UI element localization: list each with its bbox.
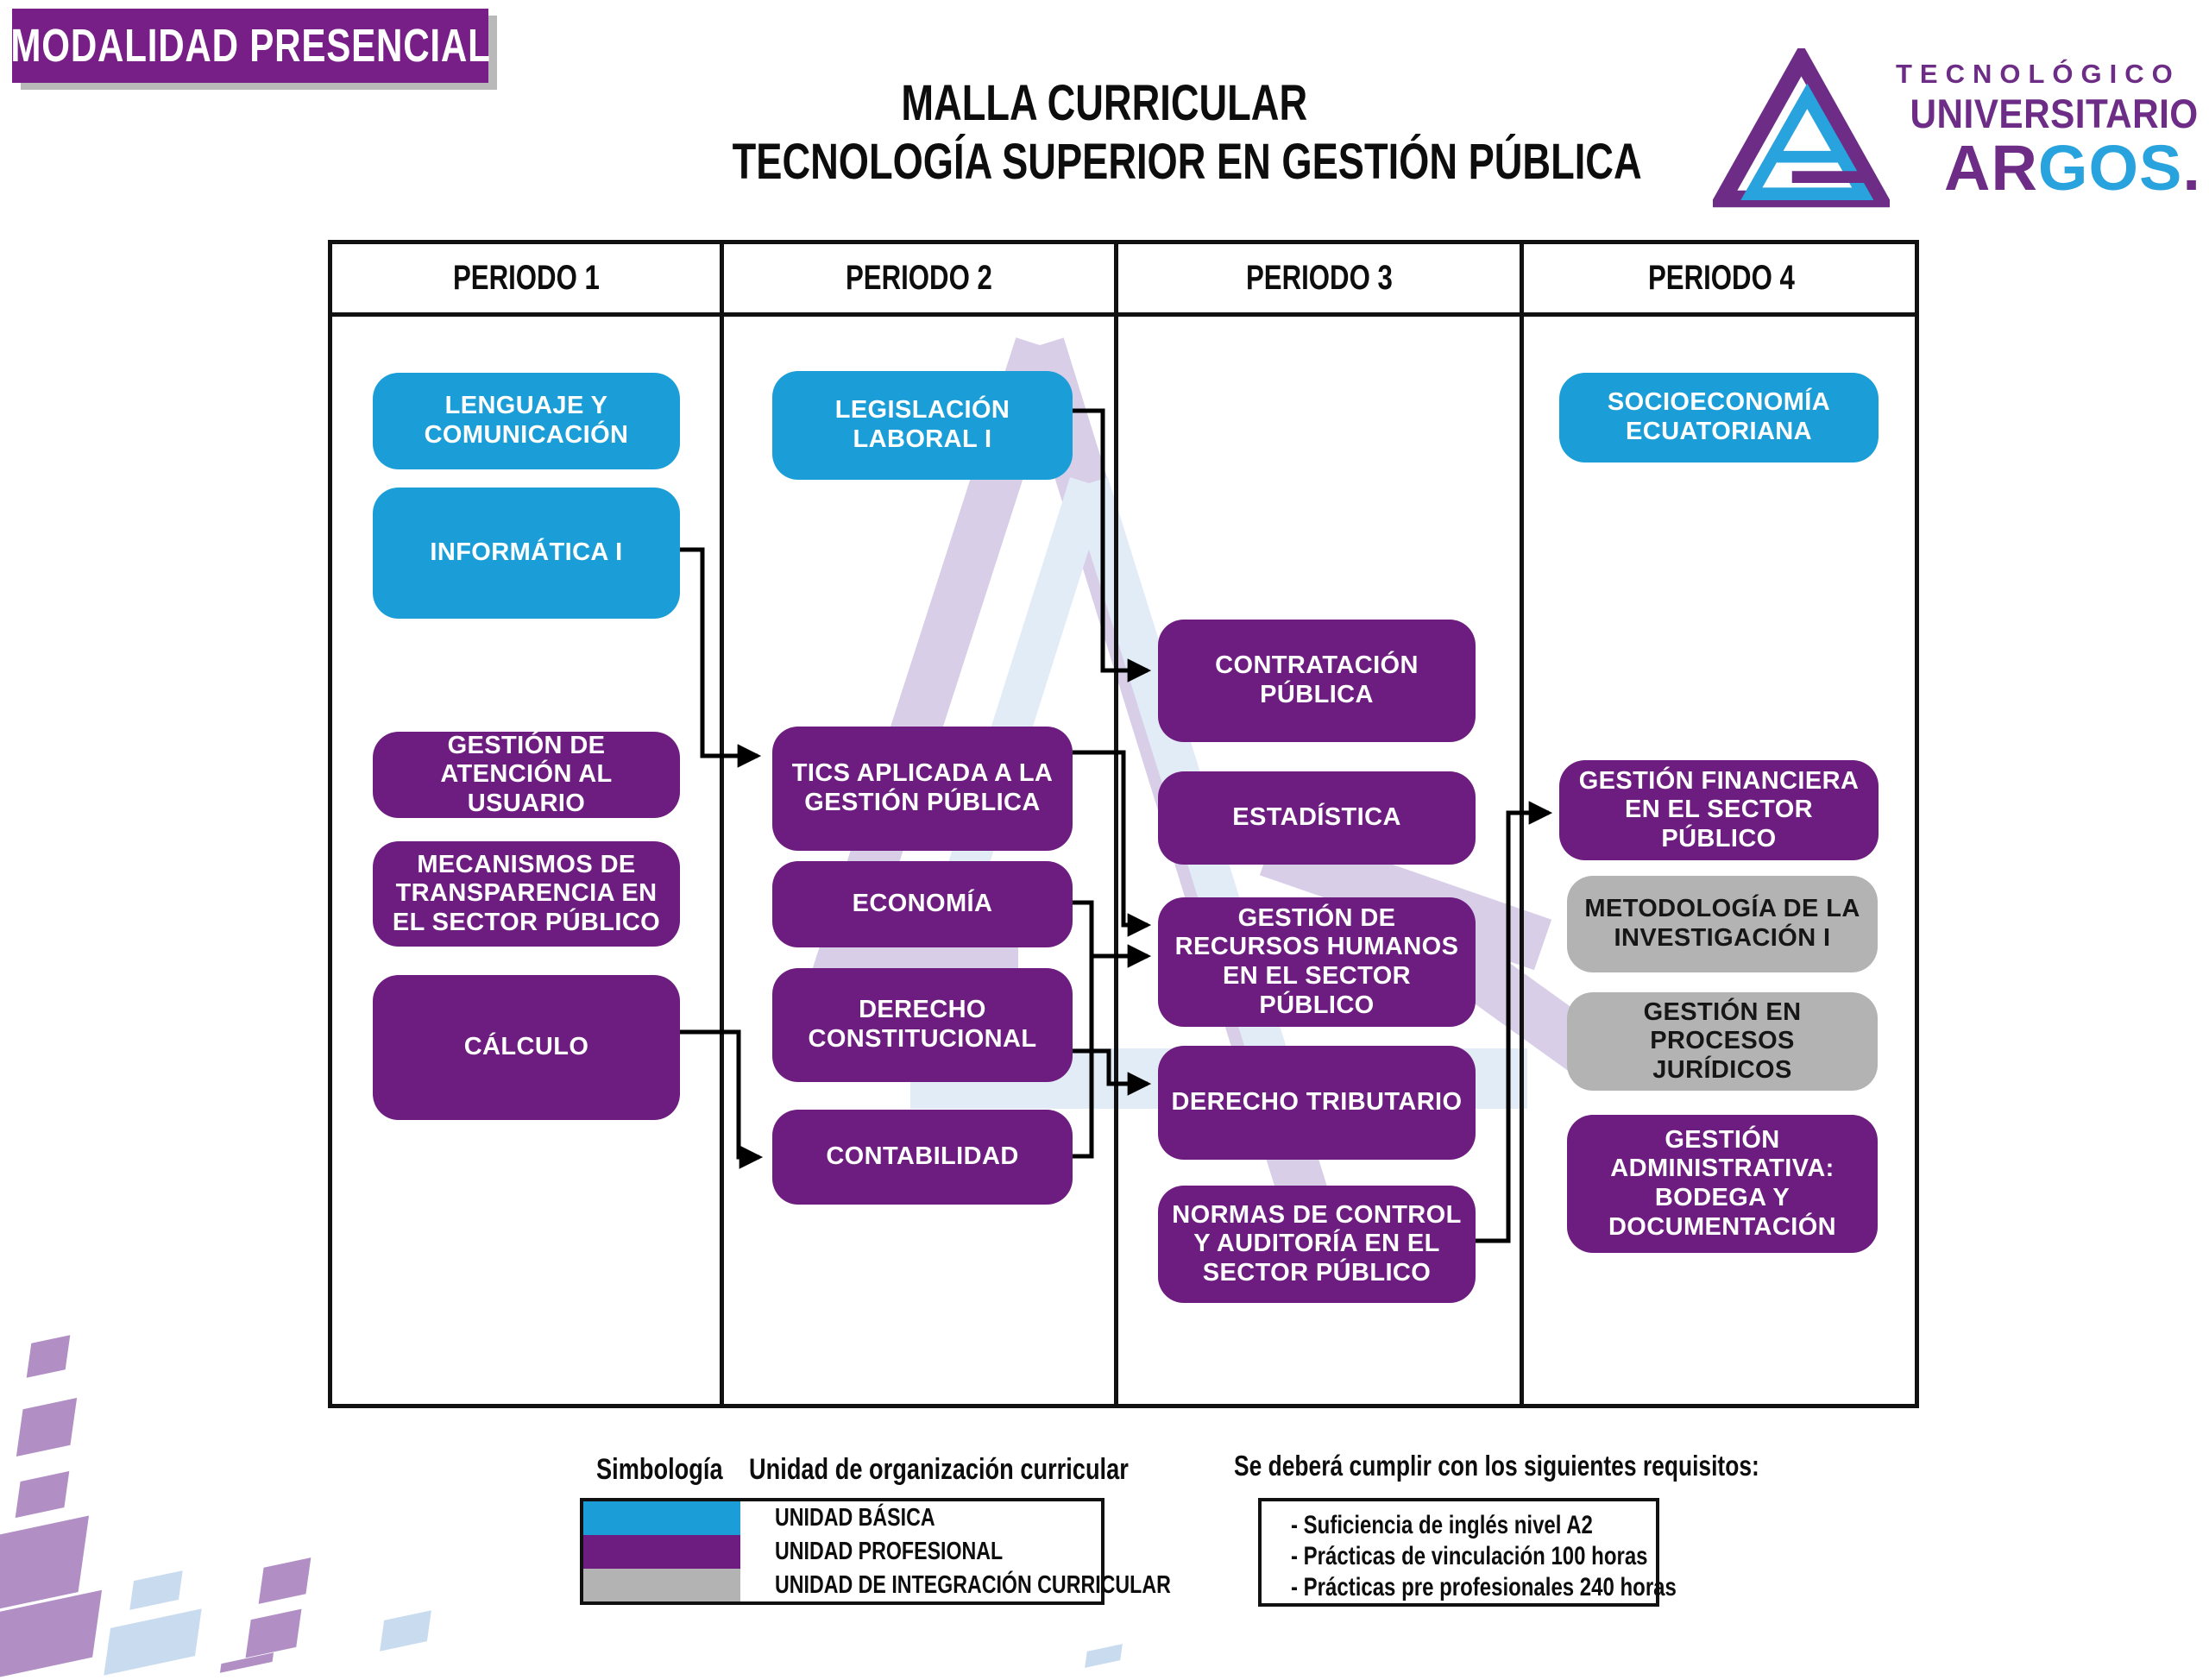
requirement-item: - Prácticas pre profesionales 240 horas: [1291, 1573, 1677, 1601]
header-divider: [332, 312, 1915, 317]
page-title-line1: MALLA CURRICULAR: [901, 75, 1308, 131]
logo-brand-dot: .: [2182, 132, 2201, 204]
legend-swatch-integracion: [583, 1569, 740, 1601]
page-title-line2: TECNOLOGÍA SUPERIOR EN GESTIÓN PÚBLICA: [732, 134, 1642, 191]
connector-calculo-to-contabilidad: [680, 1029, 764, 1169]
course-box-derecho-constitucional: DERECHO CONSTITUCIONAL: [772, 968, 1073, 1082]
legend-box: UNIDAD BÁSICA UNIDAD PROFESIONAL UNIDAD …: [580, 1498, 1171, 1605]
logo-line2: UNIVERSITARIO: [1910, 91, 2199, 136]
connector-informatica-to-tics: [680, 547, 762, 768]
requirement-item: - Suficiencia de inglés nivel A2: [1291, 1511, 1593, 1539]
course-box-contabilidad: CONTABILIDAD: [772, 1110, 1073, 1205]
modality-badge-label: MODALIDAD PRESENCIAL: [9, 20, 491, 72]
logo-brand: ARGOS.: [1944, 131, 2201, 204]
course-box-metodologia-investigacion: METODOLOGÍA DE LA INVESTIGACIÓN I: [1567, 876, 1878, 972]
course-box-gestion-recursos-humanos: GESTIÓN DE RECURSOS HUMANOS EN EL SECTOR…: [1158, 897, 1476, 1027]
course-box-gestion-atencion-usuario: GESTIÓN DE ATENCIÓN AL USUARIO: [373, 732, 680, 818]
logo-brand-gos: GOS: [2037, 132, 2183, 204]
connector-derecho-constitucional-to-tributario: [1073, 1048, 1152, 1096]
column-divider-2: [1114, 244, 1118, 1404]
connector-contabilidad-trunk: [1073, 956, 1094, 1159]
legend-label-integracion: UNIDAD DE INTEGRACIÓN CURRICULAR: [775, 1571, 1171, 1599]
column-divider-1: [720, 244, 724, 1404]
column-divider-3: [1520, 244, 1524, 1404]
connector-legislacion-to-contratacion: [1073, 408, 1152, 683]
course-box-economia: ECONOMÍA: [772, 861, 1073, 947]
legend-label-basica: UNIDAD BÁSICA: [775, 1504, 935, 1532]
period-header-1: PERIODO 1: [452, 259, 600, 297]
curriculum-table: PERIODO 1 PERIODO 2 PERIODO 3 PERIODO 4: [328, 240, 1919, 1408]
course-box-derecho-tributario: DERECHO TRIBUTARIO: [1158, 1046, 1476, 1160]
logo-brand-ar: AR: [1944, 132, 2038, 204]
legend-swatch-profesional: [583, 1535, 740, 1569]
course-box-lenguaje-comunicacion: LENGUAJE Y COMUNICACIÓN: [373, 373, 680, 469]
legend-heading-unit: Unidad de organización curricular: [749, 1453, 1129, 1486]
modality-badge: MODALIDAD PRESENCIAL: [9, 9, 491, 83]
legend-swatch-basica: [583, 1501, 740, 1535]
requirement-item: - Prácticas de vinculación 100 horas: [1291, 1542, 1648, 1570]
period-header-4: PERIODO 4: [1648, 259, 1795, 297]
course-box-normas-control-auditoria: NORMAS DE CONTROL Y AUDITORÍA EN EL SECT…: [1158, 1186, 1476, 1303]
course-box-gestion-procesos-juridicos: GESTIÓN EN PROCESOS JURÍDICOS: [1567, 992, 1878, 1091]
course-box-tics-gestion-publica: TICS APLICADA A LA GESTIÓN PÚBLICA: [772, 727, 1073, 851]
connector-normas-to-gestion-financiera: [1476, 801, 1553, 1243]
period-header-2: PERIODO 2: [846, 259, 992, 297]
course-box-calculo: CÁLCULO: [373, 975, 680, 1120]
logo-line1: TECNOLÓGICO: [1896, 59, 2181, 89]
course-box-estadistica: ESTADÍSTICA: [1158, 771, 1476, 865]
connector-tics-to-recursos-humanos: [1073, 750, 1152, 937]
course-box-contratacion-publica: CONTRATACIÓN PÚBLICA: [1158, 620, 1476, 742]
connector-economia-to-recursos-humanos: [1073, 900, 1152, 968]
requirements-heading: Se deberá cumplir con los siguientes req…: [1234, 1450, 1759, 1482]
requirements-box: - Suficiencia de inglés nivel A2 - Práct…: [1258, 1498, 1677, 1607]
course-box-gestion-administrativa: GESTIÓN ADMINISTRATIVA: BODEGA Y DOCUMEN…: [1567, 1115, 1878, 1253]
argos-triangle-icon: [1713, 48, 1890, 208]
course-box-mecanismos-transparencia: MECANISMOS DE TRANSPARENCIA EN EL SECTOR…: [373, 841, 680, 947]
page-title: MALLA CURRICULAR TECNOLOGÍA SUPERIOR EN …: [604, 74, 1642, 192]
course-box-socioeconomia-ecuatoriana: SOCIOECONOMÍA ECUATORIANA: [1559, 373, 1879, 462]
period-header-3: PERIODO 3: [1245, 259, 1393, 297]
legend-label-profesional: UNIDAD PROFESIONAL: [775, 1538, 1004, 1565]
argos-logo: TECNOLÓGICO UNIVERSITARIO ARGOS.: [1713, 41, 2200, 214]
legend-heading-symbology: Simbología: [596, 1453, 723, 1486]
course-box-gestion-financiera: GESTIÓN FINANCIERA EN EL SECTOR PÚBLICO: [1559, 760, 1879, 860]
course-box-legislacion-laboral-1: LEGISLACIÓN LABORAL I: [772, 371, 1073, 480]
course-box-informatica-1: INFORMÁTICA I: [373, 488, 680, 619]
